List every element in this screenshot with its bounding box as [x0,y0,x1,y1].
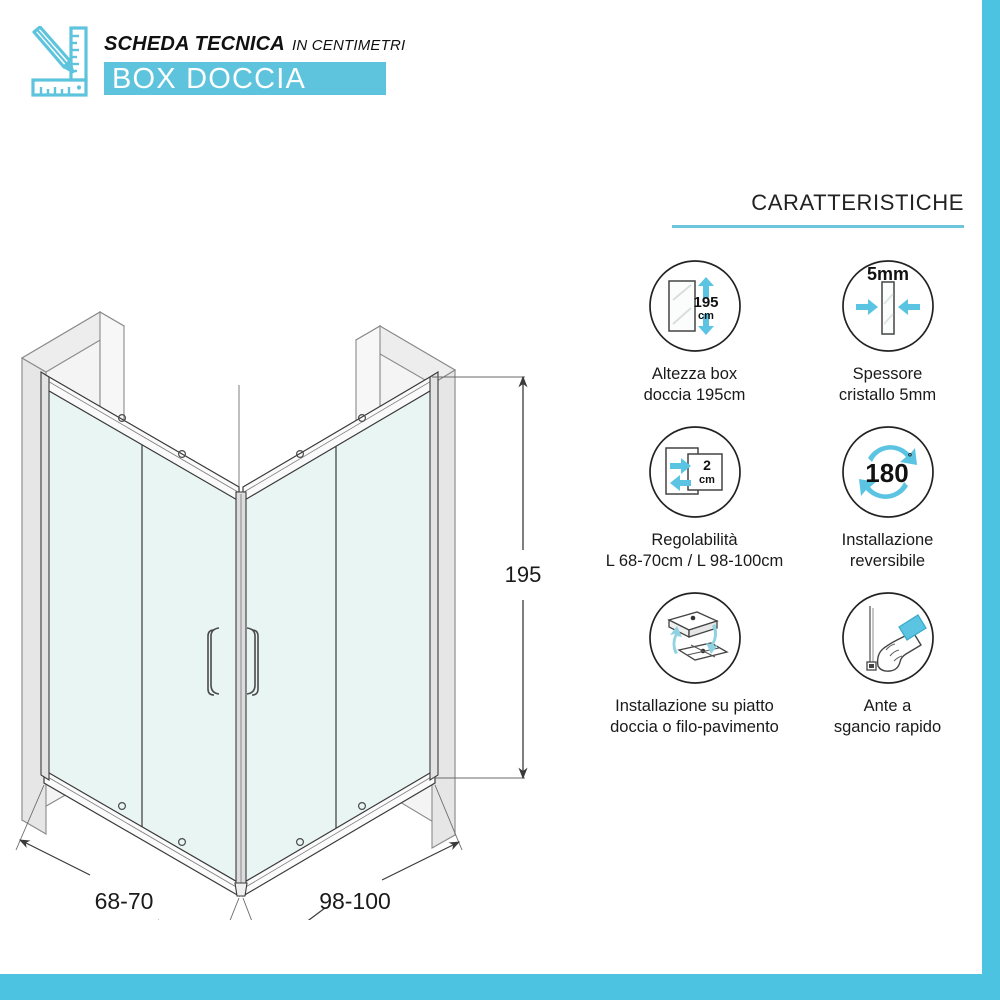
door-handle-left[interactable] [207,627,220,696]
feature-label-thickness: Spessore cristallo 5mm [838,365,937,404]
icon-unit-reversible: ° [907,452,911,464]
glass-panel-left-sliding [141,436,240,885]
quick-release-door-hand-icon [841,592,934,684]
features-underline [672,225,964,228]
dimension-side-width-label: 68-70 [95,888,154,914]
reversible-180-icon: 180 ° [841,426,934,518]
dimension-front-width-label: 98-100 [319,888,391,914]
dimension-height: 195 [432,375,542,780]
header-kicker-main: SCHEDA TECNICA [104,33,285,55]
shower-enclosure-drawing: 195 68-70 98-100 [15,311,542,920]
vertical-profile-left [40,371,50,781]
glass-panel-right-fixed [335,384,433,832]
header-kicker: SCHEDA TECNICA IN CENTIMETRI [104,33,405,56]
glass-panel-height-icon: 195 cm [648,260,741,352]
icon-value-height: 195 [693,294,718,311]
feature-label-reversible: Installazione reversibile [841,531,934,570]
dimension-side-width: 68-70 [15,784,240,920]
feature-label-adjustability: Regolabilità L 68-70cm / L 98-100cm [605,531,784,570]
feature-label-quick-release: Ante a sgancio rapido [833,697,942,736]
dimension-height-label: 195 [505,562,542,587]
features-header: CARATTERISTICHE [600,190,982,234]
corner-post [234,491,248,897]
page-header: SCHEDA TECNICA IN CENTIMETRI BOX DOCCIA [0,0,1000,130]
features-title: CARATTERISTICHE [751,190,964,215]
feature-item-height: 195 cm Altezza box doccia 195cm [600,256,789,406]
shower-tray-or-flush-floor-icon [648,592,741,684]
icon-unit-adjustability: cm [699,474,715,486]
feature-label-height: Altezza box doccia 195cm [643,365,746,404]
feature-item-adjustability: 2 cm Regolabilità L 68-70cm / L 98-100cm [600,422,789,572]
page-border-right [982,0,1000,1000]
icon-value-reversible: 180 [865,458,908,488]
dimension-front-width: 98-100 [242,784,463,920]
page-title: BOX DOCCIA [112,63,307,95]
feature-label-installation-base: Installazione su piatto doccia o filo-pa… [610,697,779,736]
glass-panel-left-fixed [46,381,148,832]
door-handle-right[interactable] [246,627,259,696]
vertical-profile-right [429,371,439,781]
feature-item-reversible: 180 ° Installazione reversibile [793,422,982,572]
pencil-and-ruler-icon [31,26,88,97]
feature-item-installation-base: Installazione su piatto doccia o filo-pa… [600,588,789,738]
icon-unit-height: cm [698,310,714,322]
features-grid: 195 cm Altezza box doccia 195cm 5mm Spes… [600,256,982,738]
icon-value-adjustability: 2 [703,457,711,473]
features-panel: CARATTERISTICHE 195 cm Altezza box docci… [600,190,982,738]
adjustability-icon: 2 cm [648,426,741,518]
glass-thickness-icon: 5mm [841,260,934,352]
icon-value-thickness: 5mm [866,264,908,284]
feature-item-thickness: 5mm Spessore cristallo 5mm [793,256,982,406]
feature-item-quick-release: Ante a sgancio rapido [793,588,982,738]
header-kicker-sub: IN CENTIMETRI [291,37,406,54]
page-title-banner [104,62,386,95]
roller-fittings [117,414,367,846]
page-border-bottom [0,974,1000,1000]
